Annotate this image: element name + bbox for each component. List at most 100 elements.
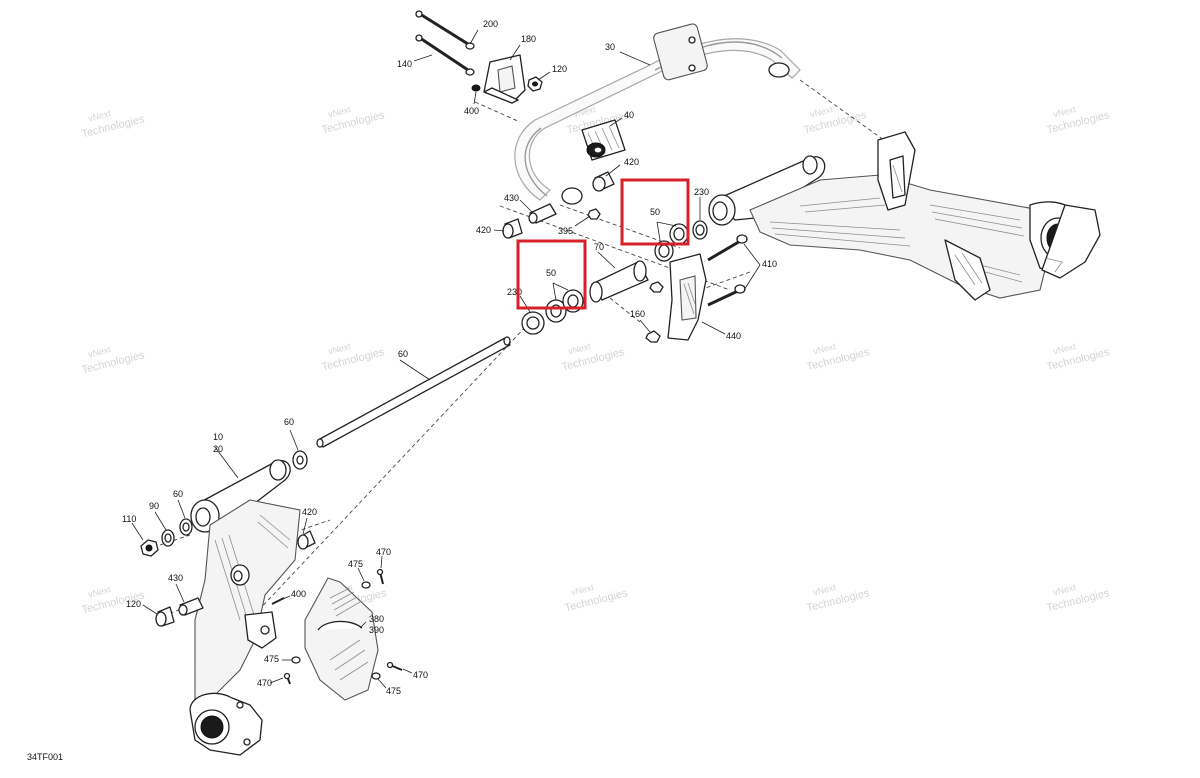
axis-line [799, 79, 896, 149]
callout-30: 30 [605, 42, 615, 52]
callout-420: 420 [476, 225, 491, 235]
bolt-470-c [386, 661, 403, 671]
callout-120: 120 [126, 599, 141, 609]
nut-110 [140, 539, 159, 557]
axis-line [699, 271, 751, 291]
pivot-shaft-60 [316, 336, 511, 448]
spacer-430-bottom [178, 597, 204, 616]
bearing-60-left [179, 518, 193, 536]
callout-470: 470 [376, 547, 391, 557]
washer-475-a [361, 581, 371, 589]
callout-470: 470 [413, 670, 428, 680]
sway-bar-end-eye [561, 187, 583, 205]
callout-200: 200 [483, 19, 498, 29]
washer-475-b [291, 656, 301, 664]
spacer-430 [528, 203, 557, 224]
bolt-470-b [283, 672, 291, 685]
watermark: vNext Technologies [80, 584, 146, 616]
callout-labels: 200 180 140 120 400 30 40 420 430 420 39… [122, 19, 777, 696]
callout-440: 440 [726, 331, 741, 341]
watermark: vNext Technologies [80, 108, 146, 140]
callout-10: 10 [213, 432, 223, 442]
callout-110: 110 [122, 514, 136, 524]
upper-a-arm-right [708, 131, 1101, 301]
bearing-50-top-b [669, 223, 689, 245]
washer-90 [161, 529, 175, 547]
axis-line [239, 321, 531, 631]
leader-lines [131, 29, 761, 689]
callout-410: 410 [762, 259, 777, 269]
callout-160: 160 [630, 309, 645, 319]
callout-180: 180 [521, 34, 536, 44]
bolt-470-a [376, 568, 384, 585]
nut-near-440 [649, 281, 664, 293]
highlight-boxes [516, 178, 690, 310]
callout-20: 20 [213, 444, 223, 454]
bushing-420-c [297, 530, 316, 550]
washer-400 [471, 84, 481, 92]
watermark: vNext Technologies [563, 582, 629, 614]
skid-guard-380 [304, 577, 379, 701]
watermark: vNext Technologies [320, 341, 386, 373]
callout-430: 430 [168, 573, 183, 583]
callout-430: 430 [504, 193, 519, 203]
axis-line [474, 101, 521, 123]
bracket-bolt [688, 64, 696, 72]
callout-70: 70 [594, 242, 604, 252]
axis-line [294, 519, 331, 533]
callout-50: 50 [650, 207, 660, 217]
callout-120: 120 [552, 64, 567, 74]
bushing-120-bottom [155, 606, 175, 627]
bearing-60-right [292, 450, 308, 470]
bushing-420-a [592, 171, 615, 192]
highlight-box-bottom [516, 239, 587, 310]
callout-475: 475 [386, 686, 401, 696]
callout-50: 50 [546, 268, 556, 278]
callout-40: 40 [624, 110, 634, 120]
mount-bracket [483, 54, 526, 104]
axis-line [559, 204, 681, 249]
callout-140: 140 [397, 59, 412, 69]
sway-bar-end-eye [768, 62, 790, 78]
watermark: vNext Technologies [1045, 341, 1111, 373]
washer-230-top [692, 220, 708, 240]
bushing-420-b [502, 218, 523, 239]
axis-line [159, 534, 191, 546]
figure-code: 34TF001 [27, 752, 63, 762]
callout-395: 395 [558, 226, 573, 236]
lower-a-arm-left [189, 459, 301, 756]
watermark: vNext Technologies [1045, 582, 1111, 614]
sway-bar [514, 23, 801, 205]
bracket-bolt [688, 36, 696, 44]
callout-390: 390 [369, 625, 384, 635]
watermark: vNext Technologies [802, 104, 868, 136]
watermark: vNext Technologies [805, 341, 871, 373]
nut-395 [587, 208, 601, 220]
callout-475: 475 [348, 559, 363, 569]
bolt-410-b [707, 284, 746, 307]
highlight-box-top [620, 178, 690, 246]
callout-420: 420 [624, 157, 639, 167]
callout-90: 90 [149, 501, 159, 511]
washer-475-c [371, 672, 381, 680]
bolt-410-a [707, 234, 748, 262]
callout-400: 400 [464, 106, 479, 116]
callout-420: 420 [302, 507, 317, 517]
callout-470: 470 [257, 678, 272, 688]
nut-160 [645, 330, 661, 343]
watermark: vNext Technologies [560, 341, 626, 373]
callout-60: 60 [398, 349, 408, 359]
callout-60: 60 [173, 489, 183, 499]
nut-120 [527, 76, 543, 92]
spacer-tube-70 [589, 260, 649, 303]
callout-60: 60 [284, 417, 294, 427]
watermark: vNext Technologies [320, 104, 386, 136]
callout-400: 400 [291, 589, 306, 599]
bolt-200 [415, 10, 475, 50]
bolt-140 [415, 34, 475, 76]
watermark: vNext Technologies [80, 344, 146, 376]
pivot-bracket-440 [667, 253, 707, 341]
callout-230: 230 [507, 287, 522, 297]
